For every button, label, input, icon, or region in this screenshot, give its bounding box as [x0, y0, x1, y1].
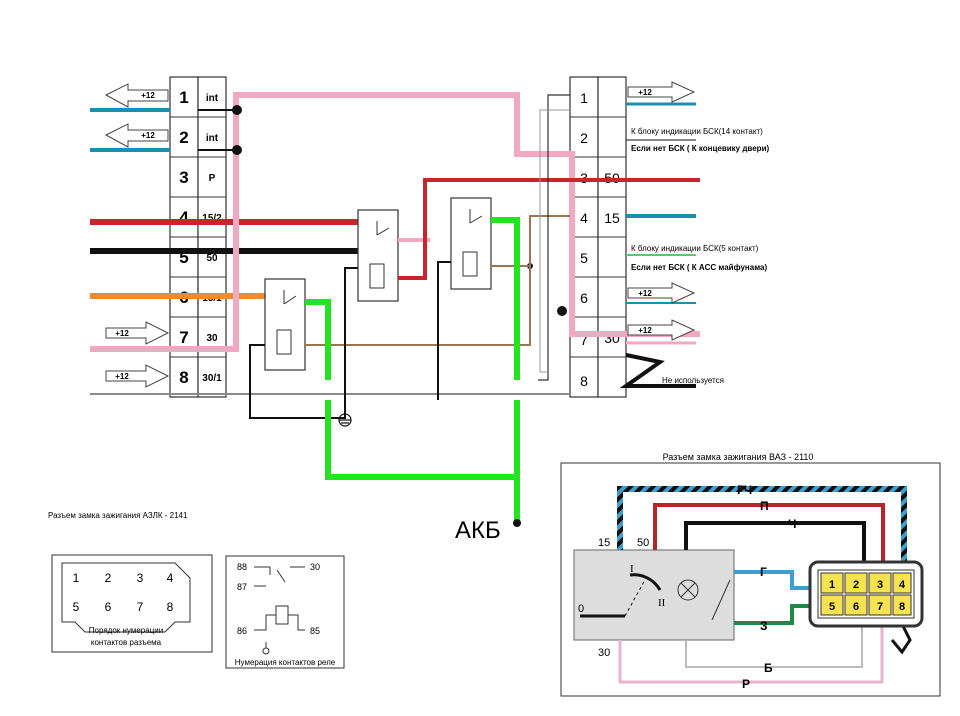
azlk-caption-2: контактов разъема: [91, 638, 162, 647]
vaz-pin-5: 5: [829, 601, 835, 613]
svg-text:+12: +12: [638, 88, 652, 97]
note-pin2-b: Если нет БСК ( К концевику двери): [631, 144, 769, 153]
azlk-pin-7: 7: [137, 600, 144, 614]
left-pin-5: 5: [179, 248, 188, 267]
middle-wires: [249, 94, 700, 522]
vaz-pin-8: 8: [899, 601, 905, 613]
vaz-pos-50: 50: [637, 537, 649, 549]
left-label-2: int: [206, 133, 219, 144]
left-pin-7: 7: [179, 328, 188, 347]
vaz-pin-3: 3: [877, 579, 883, 591]
vaz-pin-7: 7: [877, 601, 883, 613]
left-label-8: 30/1: [202, 373, 222, 384]
right-arrows: +12 +12 +12: [627, 81, 696, 341]
right-label-4: 15: [604, 210, 620, 226]
vaz-wire-gch: ГЧ: [737, 483, 752, 497]
relay-legend: 88 30 87 86 85 Нумерация контактов реле: [225, 555, 345, 669]
vaz-pos-0: 0: [578, 603, 584, 615]
arrow-left-1: +12: [104, 83, 169, 108]
azlk-pin-5: 5: [73, 600, 80, 614]
vaz-wire-ch: Ч: [788, 517, 796, 531]
left-pin-2: 2: [179, 128, 188, 147]
vaz-wire-g: Г: [760, 565, 767, 579]
azlk-pin-1: 1: [73, 571, 80, 585]
note-pin2-a: К блоку индикации БСК(14 контакт): [631, 127, 763, 136]
note-pin5-a: К блоку индикации БСК(5 контакт): [631, 244, 759, 253]
azlk-pin-6: 6: [105, 600, 112, 614]
arrow-right-r6: +12: [627, 282, 696, 304]
arrow-right-r7: +12: [627, 319, 696, 341]
left-pin-3: 3: [179, 168, 188, 187]
left-arrows: +12 +12 +12 +12: [104, 83, 170, 388]
left-pin-1: 1: [179, 88, 188, 107]
arrow-right-7: +12: [105, 321, 170, 345]
relay-legend-caption: Нумерация контактов реле: [235, 658, 336, 667]
svg-text:+12: +12: [638, 326, 652, 335]
azlk-pin-3: 3: [137, 571, 144, 585]
relay-pin-30: 30: [310, 562, 320, 572]
arrow-right-8: +12: [105, 364, 170, 388]
vaz-connector: 1 2 3 4 5 6 7 8 ГЧ П Ч Г З Б Р 15 50 0 3…: [560, 462, 941, 697]
right-pin-7: 7: [580, 332, 588, 348]
vaz-wire-b: Б: [764, 661, 773, 675]
relay-pin-86: 86: [237, 626, 247, 636]
vaz-title: Разъем замка зажигания ВАЗ - 2110: [663, 452, 814, 462]
vaz-pos-30: 30: [598, 647, 610, 659]
right-pin-2: 2: [580, 130, 588, 146]
note-pin5-b: Если нет БСК ( К ACC майфунама): [631, 263, 767, 272]
vaz-pin-4: 4: [899, 579, 906, 591]
relay-2: [357, 209, 399, 302]
vaz-pin-6: 6: [853, 601, 859, 613]
svg-text:+12: +12: [141, 131, 155, 140]
left-label-5: 50: [206, 253, 218, 264]
relay-1: [264, 278, 306, 371]
vaz-switch-ii: II: [658, 597, 666, 609]
relay-pin-88: 88: [237, 562, 247, 572]
left-label-7: 30: [206, 333, 218, 344]
arrow-right-r1: +12: [627, 81, 696, 103]
azlk-pin-8: 8: [167, 600, 174, 614]
vaz-pin-2: 2: [853, 579, 859, 591]
svg-text:+12: +12: [115, 372, 129, 381]
arrow-left-2: +12: [104, 123, 169, 148]
right-pin-5: 5: [580, 250, 588, 266]
relay-pin-85: 85: [310, 626, 320, 636]
vaz-switch-i: I: [630, 563, 634, 575]
right-connector: 1 2 3 4 5 6 7 8 50 15 30: [569, 76, 627, 398]
ground-icon: [338, 413, 352, 427]
svg-text:+12: +12: [638, 289, 652, 298]
relay-3: [450, 197, 492, 290]
right-pin-6: 6: [580, 290, 588, 306]
right-wires: [619, 102, 696, 388]
note-pin8: Не используется: [662, 376, 724, 385]
azlk-caption-1: Порядок нумерации: [89, 626, 163, 635]
svg-text:+12: +12: [141, 91, 155, 100]
vaz-wire-p: П: [760, 499, 769, 513]
left-label-4: 15/2: [202, 213, 222, 224]
vaz-pos-15: 15: [598, 537, 610, 549]
azlk-connector: 1 2 3 4 5 6 7 8 Порядок нумерации контак…: [51, 554, 213, 653]
vaz-plug: 1 2 3 4 5 6 7 8: [808, 560, 924, 628]
svg-text:+12: +12: [115, 329, 129, 338]
right-pin-1: 1: [580, 90, 588, 106]
right-pin-4: 4: [580, 210, 588, 226]
battery-label: АКБ: [455, 517, 501, 544]
vaz-pin-1: 1: [829, 579, 835, 591]
vaz-wire-z: З: [760, 619, 768, 633]
azlk-title: Разъем замка зажигания АЗЛК - 2141: [48, 511, 188, 520]
azlk-pin-2: 2: [105, 571, 112, 585]
left-label-1: int: [206, 93, 219, 104]
left-wires: [90, 92, 700, 395]
left-label-3: P: [209, 173, 216, 184]
right-pin-8: 8: [580, 373, 588, 389]
azlk-pin-4: 4: [167, 571, 174, 585]
vaz-wire-r: Р: [742, 677, 750, 691]
left-pin-4: 4: [179, 208, 189, 227]
left-pin-8: 8: [179, 368, 188, 387]
relay-pin-87: 87: [237, 582, 247, 592]
